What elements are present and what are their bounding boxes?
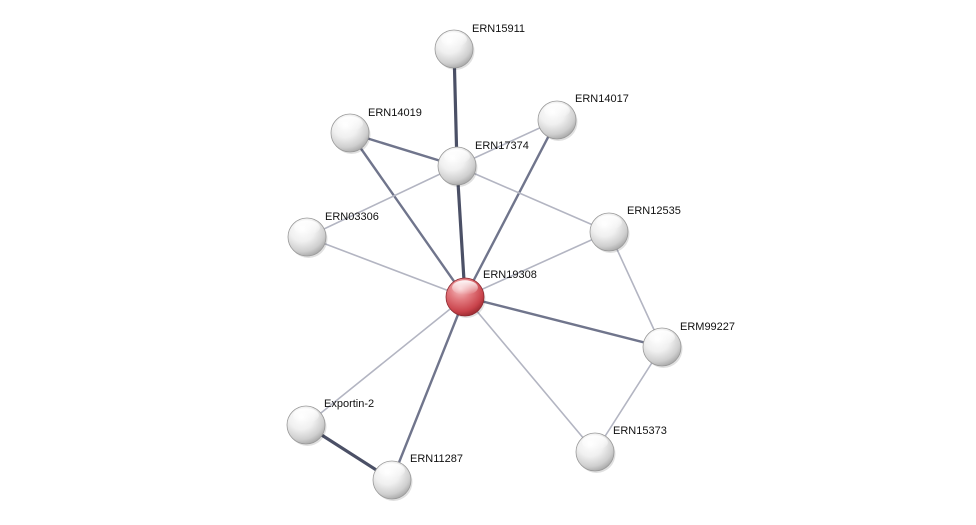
node-ern14017[interactable]: ERN14017 xyxy=(537,93,629,141)
sphere-highlight xyxy=(649,330,675,345)
sphere-highlight xyxy=(582,435,608,450)
edge-ern19308-exportin-2[interactable] xyxy=(305,296,466,426)
node-ern12535[interactable]: ERN12535 xyxy=(589,205,681,253)
node-label: ERN15911 xyxy=(472,23,525,35)
edge-erm99227-ern15373[interactable] xyxy=(594,346,663,453)
node-ern14019[interactable]: ERN14019 xyxy=(330,107,422,154)
node-erm99227[interactable]: ERM99227 xyxy=(642,321,735,368)
node-ern03306[interactable]: ERN03306 xyxy=(287,211,379,258)
node-ern11287[interactable]: ERN11287 xyxy=(372,453,463,501)
sphere-highlight xyxy=(544,103,570,118)
sphere-highlight xyxy=(293,408,319,423)
edge-ern12535-erm99227[interactable] xyxy=(608,231,663,348)
sphere-highlight xyxy=(379,463,405,478)
node-label: ERN15373 xyxy=(613,425,667,437)
node-label: ERN14019 xyxy=(368,107,422,119)
edge-ern19308-erm99227[interactable] xyxy=(463,295,664,349)
edge-ern19308-ern15373[interactable] xyxy=(464,296,596,453)
node-label: ERN14017 xyxy=(575,93,629,105)
sphere-highlight xyxy=(441,32,467,47)
edge-ern15911-ern17374[interactable] xyxy=(452,47,459,168)
edge-ern19308-ern11287[interactable] xyxy=(390,295,467,482)
sphere-highlight xyxy=(294,220,320,235)
edge-ern17374-ern12535[interactable] xyxy=(456,165,610,233)
node-label: ERN03306 xyxy=(325,211,379,223)
node-label: ERN12535 xyxy=(627,205,681,217)
node-label: ERN11287 xyxy=(410,453,463,465)
edge-ern03306-ern17374[interactable] xyxy=(306,165,458,238)
node-label: ERM99227 xyxy=(680,321,735,333)
node-label: ERN17374 xyxy=(475,140,529,152)
edge-ern14019-ern19308[interactable] xyxy=(348,131,467,299)
sphere-highlight xyxy=(596,215,622,230)
node-label: Exportin-2 xyxy=(324,398,374,410)
sphere-highlight xyxy=(452,280,478,295)
node-ern15911[interactable]: ERN15911 xyxy=(434,23,525,70)
node-ern19308[interactable]: ERN19308 xyxy=(445,269,537,318)
edge-ern17374-ern19308[interactable] xyxy=(455,164,467,299)
node-ern17374[interactable]: ERN17374 xyxy=(437,140,529,187)
sphere-highlight xyxy=(337,116,363,131)
edge-ern12535-ern19308[interactable] xyxy=(464,231,610,298)
node-ern15373[interactable]: ERN15373 xyxy=(575,425,667,473)
sphere-highlight xyxy=(444,149,470,164)
edge-ern03306-ern19308[interactable] xyxy=(306,236,466,298)
node-exportin-2[interactable]: Exportin-2 xyxy=(286,398,374,446)
node-label: ERN19308 xyxy=(483,269,537,281)
edge-ern14017-ern19308[interactable] xyxy=(463,118,559,299)
edges-layer xyxy=(304,47,664,482)
